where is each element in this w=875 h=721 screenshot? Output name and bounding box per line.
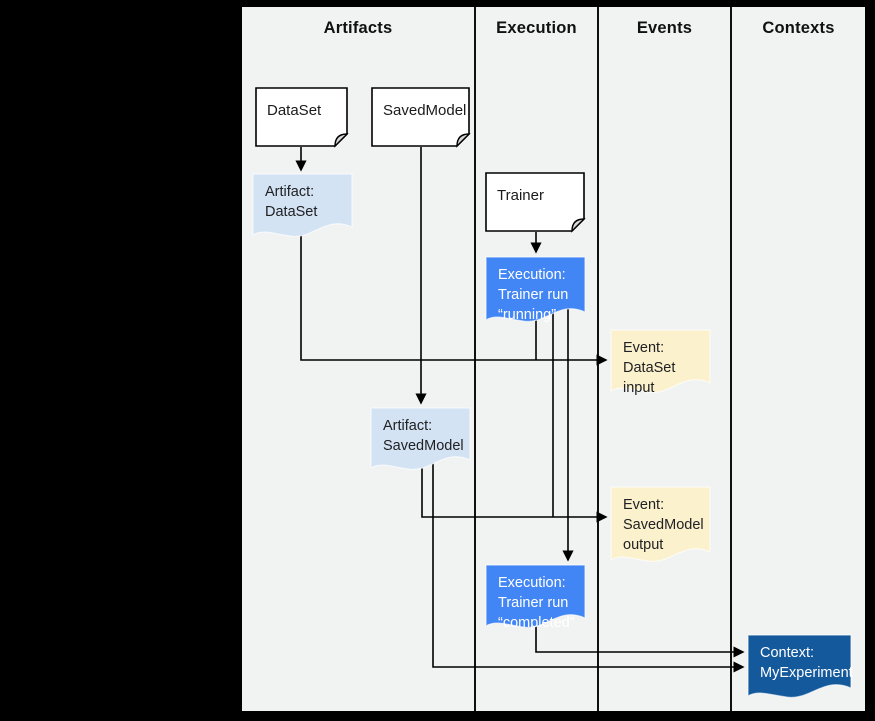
node-artifact-savedmodel: Artifact: SavedModel [370,407,471,471]
node-execution-running-label: Execution: Trainer run “running” [498,267,569,323]
node-artifact-dataset-label: Artifact: DataSet [265,184,318,220]
node-execution-running: Execution: Trainer run “running” [485,256,586,323]
note-card-shape [371,87,471,148]
document-wave-shape [610,486,711,562]
divider-artifacts-execution [474,7,476,711]
node-trainer-label: Trainer [497,186,544,204]
column-header-events: Events [636,18,693,37]
node-context-myexperiment: Context: MyExperiment [747,634,853,699]
node-execution-completed: Execution: Trainer run “completed” [485,564,586,631]
document-wave-shape [370,407,471,470]
document-wave-shape [747,634,852,698]
node-dataset: DataSet [255,87,349,148]
node-artifact-savedmodel-label: Artifact: SavedModel [383,418,464,454]
node-savedmodel: SavedModel [371,87,471,148]
column-header-execution: Execution [496,18,577,37]
node-dataset-label: DataSet [267,101,322,119]
node-event-savedmodel-output-label: Event: SavedModel output [623,497,704,553]
document-wave-shape [252,173,353,237]
column-header-artifacts: Artifacts [323,18,393,37]
note-card-shape [255,87,349,148]
node-savedmodel-label: SavedModel [383,101,467,119]
node-event-savedmodel-output: Event: SavedModel output [610,486,711,563]
document-wave-shape [610,329,711,393]
divider-events-contexts [730,7,732,711]
column-header-contexts: Contexts [762,18,835,37]
note-card-shape [485,172,586,233]
node-artifact-dataset: Artifact: DataSet [252,173,353,238]
node-execution-completed-label: Execution: Trainer run “completed” [498,575,575,631]
document-wave-shape [485,256,586,322]
node-event-dataset-input-label: Event: DataSet input [623,340,676,396]
node-trainer: Trainer [485,172,586,233]
node-event-dataset-input: Event: DataSet input [610,329,711,396]
document-wave-shape [485,564,586,628]
node-context-myexperiment-label: Context: MyExperiment [760,645,853,681]
